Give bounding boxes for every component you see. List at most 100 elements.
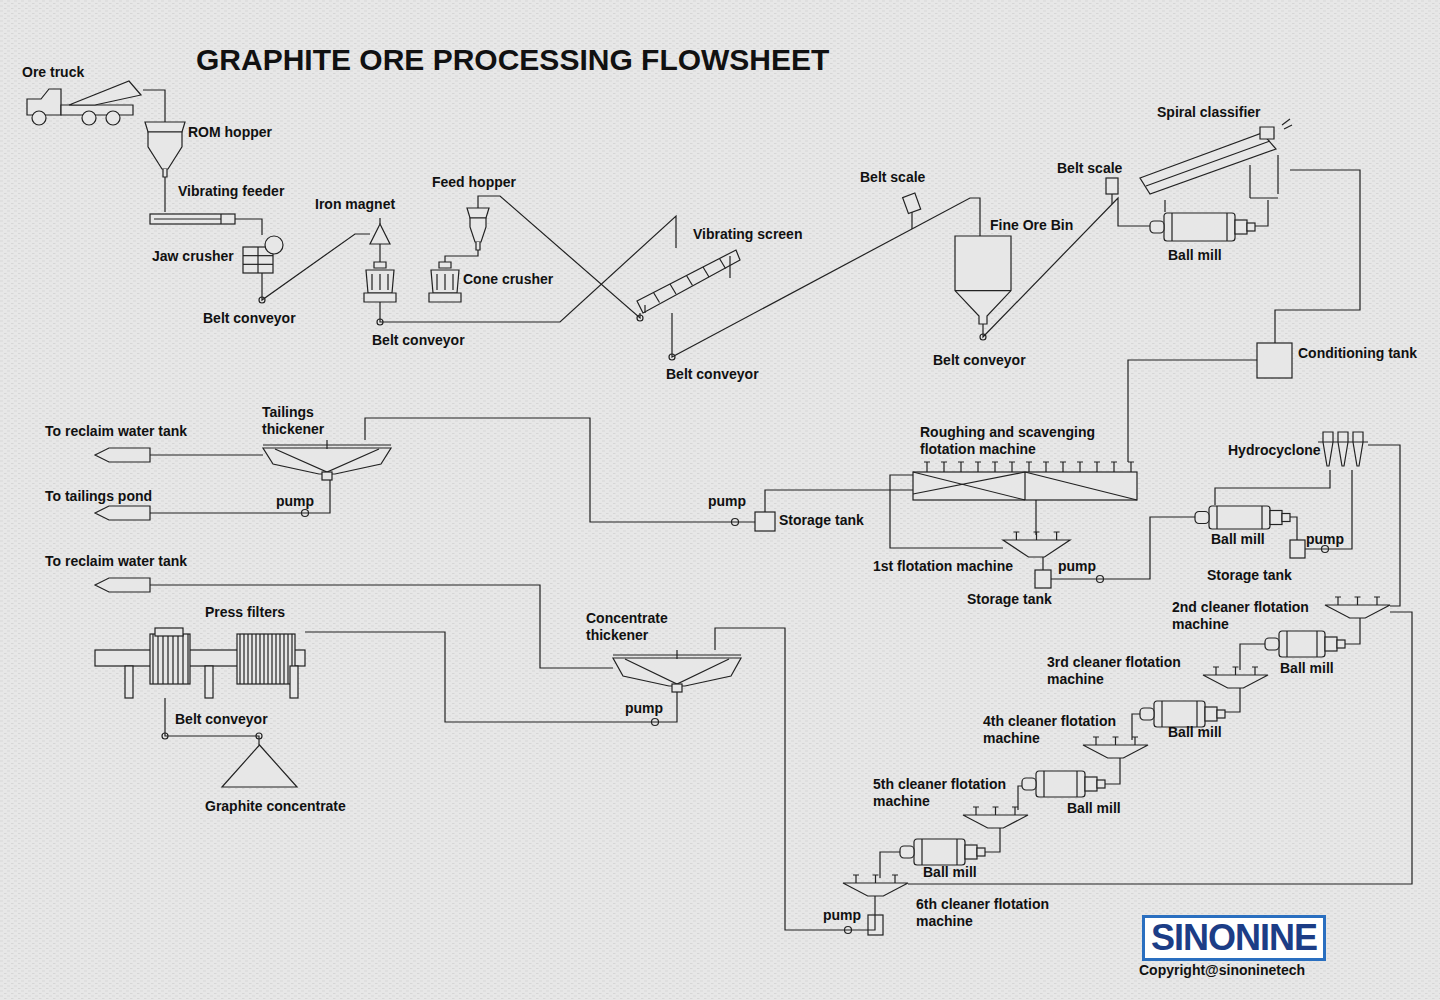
equipment-label: Press filters [205,604,285,621]
annotation: pump [823,907,861,924]
equipment-icon [263,440,391,480]
equipment: Feed hopper [467,208,489,250]
equipment: To reclaim water tank [95,448,150,462]
flow-line [1035,500,1036,535]
equipment-label: Ball mill [1168,247,1222,264]
equipment: Press filters [95,628,305,698]
equipment-label: Storage tank [967,591,1052,608]
equipment: Ball mill [1265,630,1345,658]
equipment: 4th cleaner flotation machine [1083,740,1148,758]
equipment-label: Storage tank [1207,567,1292,584]
equipment-label: 1st flotation machine [873,558,1013,575]
equipment: Hydrocyclone [1318,432,1368,470]
annotation: Belt conveyor [933,352,1026,369]
symbols [162,178,1329,935]
equipment-icon [95,578,150,592]
flow-line [1345,618,1360,644]
flow-line [908,612,1412,884]
flow-line [1042,557,1043,570]
equipment-label: Iron magnet [315,196,395,213]
flow-line [1255,200,1268,226]
equipment-label: Ball mill [1168,724,1222,741]
flow-line [380,216,676,322]
equipment-icon [1140,700,1225,728]
equipment-label: Jaw crusher [152,248,234,265]
flow-line [1051,517,1195,579]
equipment: Vibrating screen [635,248,740,313]
annotation: Belt conveyor [666,366,759,383]
logo: SINONINE [1142,915,1326,961]
equipment-icon [370,224,390,244]
annotation: pump [1306,531,1344,548]
equipment: To reclaim water tank [95,578,150,592]
equipment: 6th cleaner flotation machine [843,878,908,896]
equipment-label: 2nd cleaner flotation machine [1172,599,1322,633]
flow-line [1164,200,1165,212]
equipment-icon [843,878,908,896]
flow-line [1275,170,1360,343]
equipment: Ball mill [1022,770,1105,798]
equipment-icon [755,512,775,531]
flow-line [1305,470,1352,549]
equipment-icon [1318,432,1368,470]
pump-symbol [302,510,1329,934]
annotation: Belt conveyor [203,310,296,327]
equipment: Storage tank [1035,570,1051,588]
equipment: 3rd cleaner flotation machine [1203,670,1268,688]
flow-line [365,418,755,522]
equipment: Jaw crusher [243,235,283,273]
annotation: Copyright@sinoninetech [1139,962,1305,979]
flow-line [1018,786,1022,810]
equipment-label: Vibrating screen [693,226,802,243]
flow-line [1240,644,1265,670]
equipment-label: 4th cleaner flotation machine [983,713,1133,747]
equipment: Cone crusher [362,262,462,302]
equipment-icon [467,208,489,250]
equipment-icon [613,650,741,692]
equipment: To tailings pond [95,506,150,520]
flow-line [262,234,370,300]
equipment-icon [963,810,1028,828]
conveyor-pulley [162,297,986,739]
annotation: pump [625,700,663,717]
equipment-icon [955,236,1011,324]
equipment: 2nd cleaner flotation machine [1325,600,1390,618]
flow-line [1215,470,1330,505]
equipment: Conditioning tank [1257,343,1292,378]
flow-line [880,852,900,878]
equipment: Concentrate thickener [613,650,741,692]
equipment-icon [145,122,185,177]
equipment-label: To reclaim water tank [45,553,187,570]
equipment-icon [900,838,985,866]
equipment: Ball mill [1195,505,1290,530]
equipment-label: Storage tank [779,512,864,529]
equipment: 1st flotation machine [1003,535,1070,557]
equipment-label: Conditioning tank [1298,345,1417,362]
equipment: Spiral classifier [1140,125,1290,200]
equipment: Ball mill [900,838,985,866]
equipment-label: Cone crusher [463,271,553,288]
equipment-icon [1195,505,1290,530]
flow-line [445,250,478,262]
equipment-label: Concentrate thickener [586,610,676,644]
equipment-label: Tailings thickener [262,404,334,438]
annotation: Belt conveyor [372,332,465,349]
equipment-label: 6th cleaner flotation machine [916,896,1066,930]
flow-line [379,244,380,262]
annotation: pump [708,493,746,510]
equipment-icon [913,462,1137,500]
equipment-label: 5th cleaner flotation machine [873,776,1023,810]
equipment: Iron magnet [370,224,390,244]
equipment-icon [1083,740,1148,758]
equipment: Roughing and scavenging flotation machin… [913,462,1137,500]
equipment-icon [635,248,740,313]
equipment-label: Feed hopper [432,174,516,191]
equipment: Storage tank [755,512,775,531]
equipment-label: Ball mill [1067,800,1121,817]
flow-line [305,632,677,722]
equipment-icon [95,628,305,698]
title: GRAPHITE ORE PROCESSING FLOWSHEET [196,42,829,78]
flow-line [164,177,165,212]
equipment: Ball mill [1150,212,1255,242]
equipment-icon [1035,570,1051,588]
